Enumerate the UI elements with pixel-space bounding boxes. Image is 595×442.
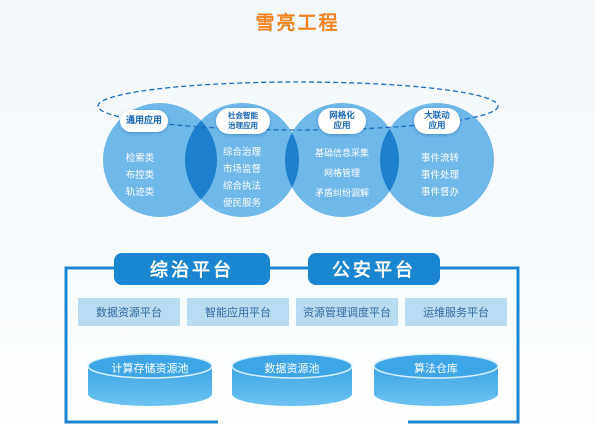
platform-frame <box>64 266 520 424</box>
pool-cylinder-compute <box>87 353 213 406</box>
circle-item: 事件督办 <box>420 187 459 198</box>
circle-items-social: 综合治理 市场监督 综合执法 便民服务 <box>210 144 274 212</box>
page-title: 雪亮工程 <box>255 12 340 34</box>
circle-item: 矛盾纠纷调解 <box>314 189 369 199</box>
orbit-ellipse <box>97 81 499 131</box>
circle-item: 网格管理 <box>323 169 360 179</box>
service-data-resource: 数据资源平台 <box>78 298 180 326</box>
circle-item: 检索类 <box>125 153 155 164</box>
circle-tag-social: 社会智能 治理应用 <box>216 108 270 134</box>
service-ops: 运维服务平台 <box>405 298 507 326</box>
circle-item: 事件流转 <box>420 153 459 164</box>
circle-item: 事件处理 <box>420 170 459 181</box>
circle-item: 综合执法 <box>222 181 261 192</box>
circle-items-general: 检索类 布控类 轨迹类 <box>110 150 170 201</box>
circle-linkage-apps <box>380 103 494 217</box>
circle-tag-grid: 网格化 应用 <box>318 108 366 134</box>
pool-cylinder-data <box>231 353 353 406</box>
circle-social-governance <box>185 103 299 217</box>
circle-tag-linkage: 大联动 应用 <box>414 108 460 134</box>
circle-item: 市场监督 <box>222 164 261 175</box>
pool-label-compute: 计算存储资源池 <box>111 362 189 375</box>
service-smart-app: 智能应用平台 <box>187 298 289 326</box>
pool-label-algorithm: 算法仓库 <box>414 362 458 375</box>
platform-gongan: 公安平台 <box>308 253 440 285</box>
circle-item: 综合治理 <box>222 147 261 158</box>
pool-cylinder-algorithm <box>373 353 499 406</box>
circle-item: 轨迹类 <box>125 187 155 198</box>
platform-zongzhi: 综治平台 <box>114 253 270 285</box>
circle-tag-general: 通用应用 <box>120 110 168 132</box>
circle-items-grid: 基础信息采集 网格管理 矛盾纠纷调解 <box>302 144 382 204</box>
circle-items-linkage: 事件流转 事件处理 事件督办 <box>408 150 472 201</box>
service-resource-scheduling: 资源管理调度平台 <box>296 298 398 326</box>
circle-item: 便民服务 <box>222 198 261 209</box>
circle-item: 布控类 <box>125 170 155 181</box>
circle-grid-apps <box>285 103 399 217</box>
circle-item: 基础信息采集 <box>314 149 369 159</box>
pool-label-data: 数据资源池 <box>264 362 320 375</box>
